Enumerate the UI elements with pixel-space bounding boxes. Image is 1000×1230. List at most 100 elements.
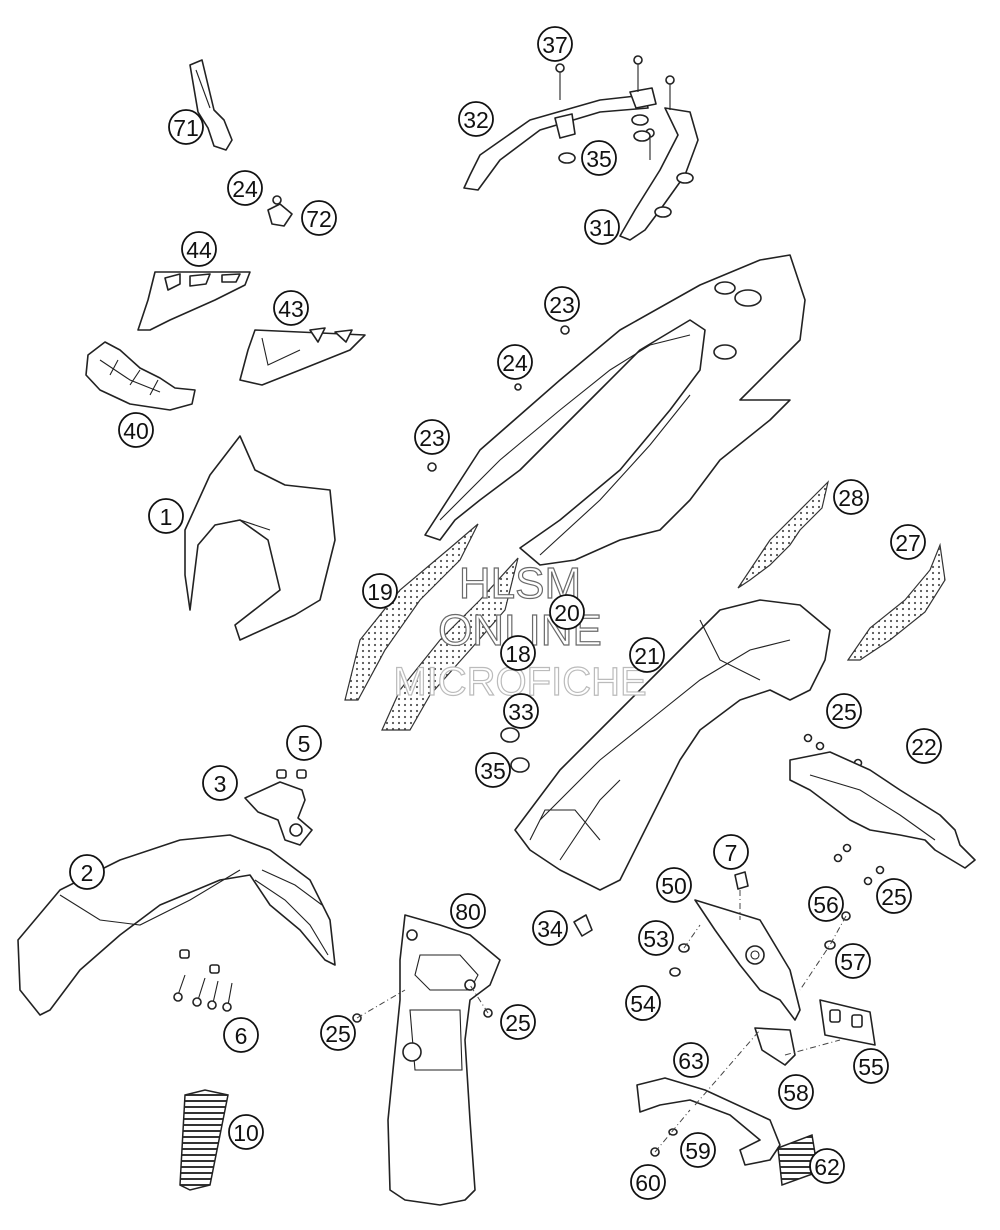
callout-circle: [809, 1148, 845, 1184]
callout-6: 6: [223, 1017, 259, 1053]
callout-number: 59: [685, 1138, 711, 1164]
callout-circle: [584, 209, 620, 245]
callout-59: 59: [680, 1132, 716, 1168]
callout-circle: [544, 286, 580, 322]
callout-23: 23: [544, 286, 580, 322]
part-fender-bolts: [173, 949, 233, 1012]
part-reflector-hardware: [650, 1109, 691, 1157]
callout-40: 40: [118, 412, 154, 448]
callout-number: 35: [586, 146, 612, 172]
callout-circle: [906, 728, 942, 764]
callout-number: 55: [858, 1054, 884, 1080]
callout-circle: [181, 231, 217, 267]
callout-circle: [503, 693, 539, 729]
callout-circle: [475, 752, 511, 788]
callout-21: 21: [629, 637, 665, 673]
part-plate-hardware: [669, 871, 749, 977]
callout-10: 10: [228, 1114, 264, 1150]
part-plate-light: [819, 999, 876, 1046]
callout-57: 57: [835, 943, 871, 979]
callout-circle: [500, 635, 536, 671]
callout-25: 25: [320, 1015, 356, 1051]
part-clip-34: [573, 914, 593, 937]
callout-44: 44: [181, 231, 217, 267]
callout-circle: [876, 878, 912, 914]
callout-35: 35: [581, 140, 617, 176]
callout-number: 27: [895, 530, 921, 556]
callout-circle: [537, 26, 573, 62]
callout-number: 63: [678, 1048, 704, 1074]
part-decal-27: [846, 542, 946, 661]
callout-63: 63: [673, 1042, 709, 1078]
part-grab-handle-left: [463, 94, 649, 191]
callout-number: 28: [838, 485, 864, 511]
callout-number: 23: [419, 425, 445, 451]
callout-number: 7: [725, 840, 738, 866]
callout-number: 31: [589, 215, 615, 241]
part-side-panel: [239, 327, 366, 386]
callout-circle: [808, 886, 844, 922]
callout-circle: [118, 412, 154, 448]
callout-number: 56: [813, 892, 839, 918]
part-reflector-10: [179, 1089, 229, 1191]
callout-circle: [673, 1042, 709, 1078]
part-headlight-bracket: [85, 341, 196, 411]
callout-number: 21: [634, 643, 660, 669]
callout-71: 71: [168, 109, 204, 145]
callout-number: 24: [232, 176, 258, 202]
callout-19: 19: [362, 573, 398, 609]
callout-number: 33: [508, 699, 534, 725]
callout-circle: [835, 943, 871, 979]
part-grab-handle-right: [619, 87, 699, 241]
callout-number: 54: [630, 991, 656, 1017]
callout-32: 32: [458, 101, 494, 137]
callout-80: 80: [450, 893, 486, 929]
callout-number: 40: [123, 418, 149, 444]
callout-circle: [532, 910, 568, 946]
callout-number: 44: [186, 237, 212, 263]
callout-20: 20: [549, 594, 585, 630]
callout-58: 58: [778, 1074, 814, 1110]
callout-circle: [148, 498, 184, 534]
callout-number: 10: [233, 1120, 259, 1146]
callout-27: 27: [890, 524, 926, 560]
callout-number: 60: [635, 1170, 661, 1196]
part-protector-screws: [352, 984, 493, 1023]
callout-22: 22: [906, 728, 942, 764]
callout-number: 3: [214, 771, 227, 797]
callout-circle: [826, 693, 862, 729]
part-license-holder: [789, 751, 976, 869]
callout-34: 34: [532, 910, 568, 946]
part-protector-80: [387, 914, 501, 1206]
callout-number: 71: [173, 115, 199, 141]
part-tail-section: [424, 254, 806, 566]
callout-circle: [69, 854, 105, 890]
callout-24: 24: [497, 344, 533, 380]
callout-number: 34: [537, 916, 563, 942]
callout-number: 23: [549, 292, 575, 318]
callout-circle: [581, 140, 617, 176]
callout-2: 2: [69, 854, 105, 890]
callout-24: 24: [227, 170, 263, 206]
callout-number: 37: [542, 32, 568, 58]
callout-circle: [228, 1114, 264, 1150]
callout-circle: [630, 1164, 666, 1200]
callout-50: 50: [656, 867, 692, 903]
callout-28: 28: [833, 479, 869, 515]
part-handle-bolts: [555, 55, 694, 218]
callout-number: 50: [661, 873, 687, 899]
callout-72: 72: [301, 200, 337, 236]
callout-circle: [629, 637, 665, 673]
callout-5: 5: [286, 725, 322, 761]
callout-circle: [656, 867, 692, 903]
callout-number: 18: [505, 641, 531, 667]
callout-55: 55: [853, 1048, 889, 1084]
part-headlight-mask: [184, 435, 336, 641]
callout-circle: [497, 344, 533, 380]
callout-3: 3: [202, 765, 238, 801]
callout-circle: [301, 200, 337, 236]
callout-circle: [890, 524, 926, 560]
callout-25: 25: [876, 878, 912, 914]
callout-number: 53: [643, 926, 669, 952]
